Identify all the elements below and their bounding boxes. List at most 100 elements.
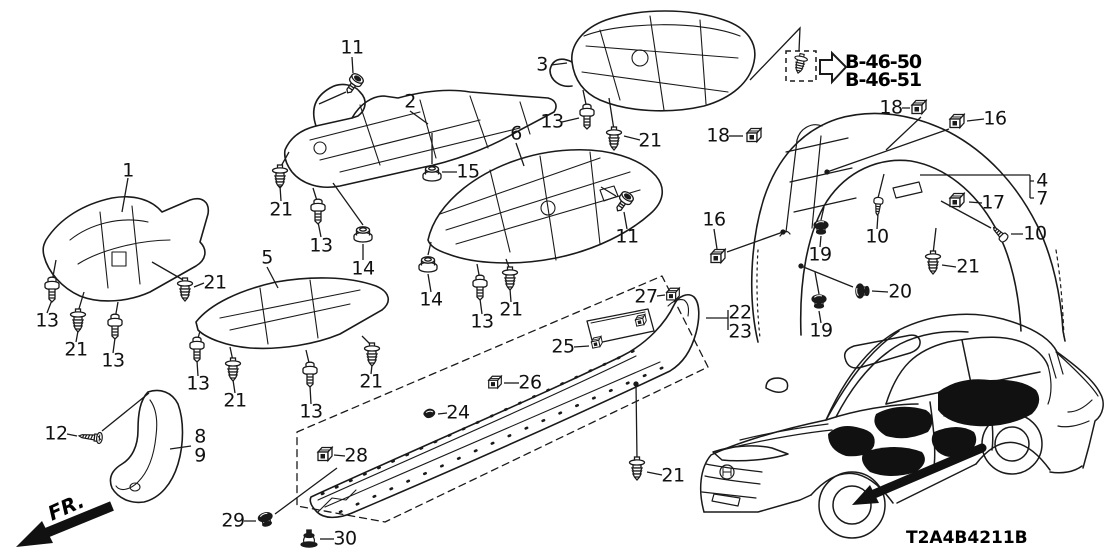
nut-icon <box>422 165 442 182</box>
small-screw-icon <box>872 196 884 216</box>
callout-label-10[interactable]: 10 <box>865 225 889 248</box>
nut-icon <box>418 256 438 273</box>
callout-label-18[interactable]: 18 <box>706 124 730 147</box>
callout-label-5[interactable]: 5 <box>261 246 273 269</box>
callout-label-21[interactable]: 21 <box>64 338 88 361</box>
fr-direction-arrow-icon <box>16 501 114 547</box>
square-clip-icon <box>634 313 648 327</box>
square-clip-icon <box>710 248 726 264</box>
part-under-cover-middle[interactable] <box>283 83 557 188</box>
callout-label-16[interactable]: 16 <box>983 107 1007 130</box>
callout-label-22[interactable]: 22 <box>728 301 752 324</box>
callout-label-21[interactable]: 21 <box>638 129 662 152</box>
part-engine-under-cover[interactable] <box>549 10 756 112</box>
callout-label-21[interactable]: 21 <box>359 370 383 393</box>
callout-label-13[interactable]: 13 <box>35 309 59 332</box>
callout-label-15[interactable]: 15 <box>456 160 480 183</box>
callout-label-3[interactable]: 3 <box>536 53 548 76</box>
square-clip-icon <box>317 446 333 462</box>
clip-icon <box>224 357 242 382</box>
part-fender-liner[interactable] <box>750 112 1066 343</box>
clip-icon <box>628 456 646 481</box>
car-shaded-areas <box>828 379 1040 476</box>
grommet-icon <box>256 510 275 529</box>
bolt-icon <box>189 336 205 363</box>
square-clip-icon <box>949 113 965 129</box>
square-clip-icon <box>488 375 502 389</box>
square-clip-icon <box>666 287 680 301</box>
callout-label-18[interactable]: 18 <box>879 96 903 119</box>
callout-label-6[interactable]: 6 <box>510 122 522 145</box>
callout-label-13[interactable]: 13 <box>186 372 210 395</box>
bolt-icon <box>107 313 123 340</box>
part-under-cover-front[interactable] <box>42 196 210 302</box>
clip-icon <box>501 266 519 291</box>
callout-label-12[interactable]: 12 <box>44 422 68 445</box>
callout-label-4[interactable]: 4 <box>1036 169 1048 192</box>
callout-label-14[interactable]: 14 <box>419 288 443 311</box>
reference-link-B-46-50[interactable]: B-46-50 <box>845 51 922 73</box>
bolt-icon <box>310 198 326 225</box>
callout-label-13[interactable]: 13 <box>101 349 125 372</box>
callout-label-13[interactable]: 13 <box>309 234 333 257</box>
callout-label-16[interactable]: 16 <box>702 208 726 231</box>
callout-label-28[interactable]: 28 <box>344 444 368 467</box>
part-under-cover-rear-lh[interactable] <box>195 277 389 350</box>
callout-label-29[interactable]: 29 <box>221 509 245 532</box>
grommet-icon <box>813 220 829 235</box>
callout-label-13[interactable]: 13 <box>470 310 494 333</box>
callout-label-27[interactable]: 27 <box>634 285 658 308</box>
callout-label-10[interactable]: 10 <box>1023 222 1047 245</box>
part-floor-under-cover[interactable] <box>427 148 663 264</box>
callout-label-13[interactable]: 13 <box>540 110 564 133</box>
bolt-icon <box>472 274 488 301</box>
callout-label-11[interactable]: 11 <box>615 225 639 248</box>
callout-label-26[interactable]: 26 <box>518 371 542 394</box>
square-clip-icon <box>949 192 965 208</box>
callout-label-1[interactable]: 1 <box>122 159 134 182</box>
callout-label-20[interactable]: 20 <box>888 280 912 303</box>
callout-label-21[interactable]: 21 <box>269 198 293 221</box>
callout-label-13[interactable]: 13 <box>299 400 323 423</box>
square-clip-icon <box>911 99 927 115</box>
callout-label-21[interactable]: 21 <box>203 271 227 294</box>
callout-label-24[interactable]: 24 <box>446 401 470 424</box>
callout-label-11[interactable]: 11 <box>340 36 364 59</box>
car-location-arrow-icon <box>852 443 987 505</box>
callout-label-19[interactable]: 19 <box>809 319 833 342</box>
callout-label-21[interactable]: 21 <box>223 389 247 412</box>
callout-label-19[interactable]: 19 <box>808 243 832 266</box>
square-clip-icon <box>746 127 762 143</box>
callout-label-9[interactable]: 9 <box>194 444 206 467</box>
pinch-clip-icon <box>422 408 436 419</box>
callout-label-21[interactable]: 21 <box>499 298 523 321</box>
grommet-icon <box>811 294 827 309</box>
clip-icon <box>176 277 194 302</box>
square-clip-icon <box>590 335 604 349</box>
callout-label-2[interactable]: 2 <box>404 90 416 113</box>
callout-label-21[interactable]: 21 <box>956 255 980 278</box>
callout-label-17[interactable]: 17 <box>981 191 1005 214</box>
detail-reference-group <box>749 26 848 85</box>
callout-label-8[interactable]: 8 <box>194 425 206 448</box>
reference-link-B-46-51[interactable]: B-46-51 <box>845 69 922 91</box>
callout-label-7[interactable]: 7 <box>1036 187 1048 210</box>
callout-label-14[interactable]: 14 <box>351 257 375 280</box>
part-side-sill-garnish[interactable] <box>296 275 709 523</box>
callout-label-21[interactable]: 21 <box>661 464 685 487</box>
callout-label-25[interactable]: 25 <box>551 335 575 358</box>
clip-icon <box>271 164 289 189</box>
callout-label-30[interactable]: 30 <box>333 527 357 550</box>
bolt-icon <box>579 103 595 130</box>
screw-icon <box>77 429 104 445</box>
part-mud-guard[interactable] <box>109 389 184 504</box>
bolt-icon <box>44 276 60 303</box>
reference-arrow-icon <box>819 50 848 85</box>
callout-label-23[interactable]: 23 <box>728 320 752 343</box>
car-illustration <box>699 313 1104 539</box>
detail-dashed-box <box>785 50 817 82</box>
nut-icon <box>353 226 373 243</box>
clip-icon <box>791 52 809 76</box>
